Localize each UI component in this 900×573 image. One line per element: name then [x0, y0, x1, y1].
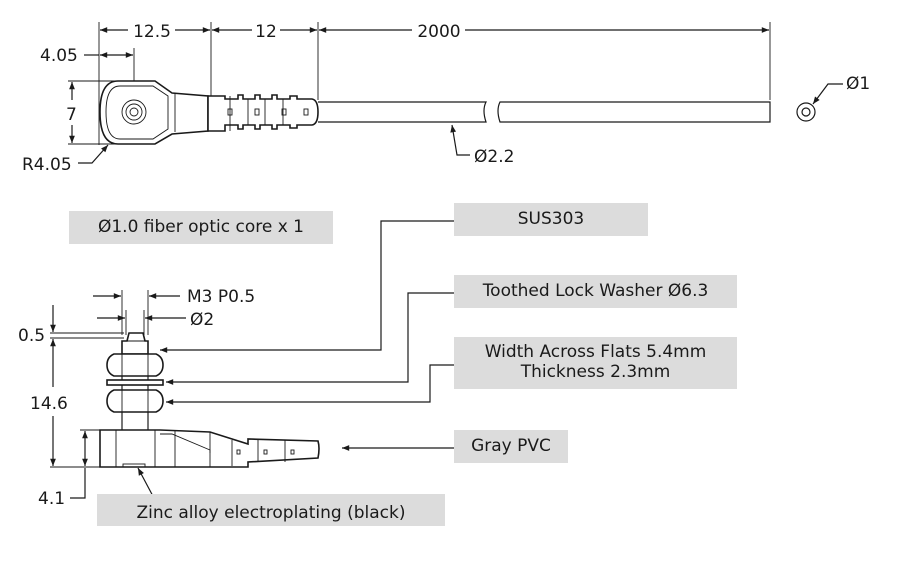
- sleeve-slot: [303, 108, 309, 116]
- leader-line: [812, 83, 843, 105]
- lock-washer: [106, 379, 164, 386]
- label-hex-nut-line1: Width Across Flats 5.4mm: [484, 342, 707, 362]
- label-hex-nut-line2: Thickness 2.3mm: [520, 362, 671, 382]
- hole-mid: [125, 103, 143, 121]
- body-bevel: [160, 433, 211, 453]
- leader-line: [70, 468, 86, 499]
- sleeve-slot: [227, 108, 233, 116]
- cable-segment-right: [497, 101, 771, 123]
- sleeve-slot: [236, 449, 241, 455]
- hex-nut-top: [106, 353, 164, 377]
- side-view: M3 P0.5 Ø2 0.5 14.6 4.1: [18, 220, 455, 509]
- callout-line-nut: [166, 364, 455, 405]
- label-gray-pvc: Gray PVC: [454, 430, 568, 463]
- top-view: 12.5 12 2000 4.05 7 R4.05: [22, 22, 870, 175]
- dim-head-radius: R4.05: [22, 155, 72, 175]
- dim-base-height: 4.1: [38, 489, 65, 509]
- dim-cable-diameter: Ø2.2: [474, 147, 514, 167]
- hex-nut-bottom: [106, 389, 164, 413]
- strain-relief-sleeve: [207, 94, 319, 132]
- callout-line-sus303: [160, 220, 455, 353]
- sleeve-slot: [281, 108, 287, 116]
- sleeve-slot: [290, 449, 295, 455]
- connector-body: [99, 429, 320, 468]
- hole-outer: [121, 99, 147, 125]
- dim-tip-step: 0.5: [18, 326, 45, 346]
- dim-head-height: 7: [66, 105, 77, 125]
- cable-end-core: [801, 107, 811, 117]
- label-fiber-core: Ø1.0 fiber optic core x 1: [69, 211, 333, 244]
- dim-total-height: 14.6: [30, 394, 68, 414]
- leader-line: [450, 124, 470, 156]
- leader-line: [78, 144, 109, 164]
- dim-head-length: 12.5: [133, 22, 171, 42]
- dim-sleeve-length: 12: [255, 22, 277, 42]
- threaded-tip: [121, 332, 149, 355]
- sleeve-slot: [263, 449, 268, 455]
- dim-cable-length: 2000: [417, 22, 460, 42]
- sleeve-slot: [254, 108, 260, 116]
- label-zinc-alloy: Zinc alloy electroplating (black): [97, 494, 445, 526]
- connector-head-inner: [105, 85, 169, 140]
- hole-inner: [129, 107, 139, 117]
- dim-thread: M3 P0.5: [187, 287, 255, 307]
- connector-head: [99, 80, 209, 145]
- label-sus303: SUS303: [454, 203, 648, 236]
- dim-hole-offset: 4.05: [40, 46, 78, 66]
- dim-core-diameter: Ø1: [846, 74, 870, 94]
- cable-end-outer: [796, 102, 816, 122]
- dim-tip-diameter: Ø2: [190, 310, 214, 330]
- label-hex-nut: Width Across Flats 5.4mm Thickness 2.3mm: [454, 337, 737, 389]
- cable-segment-left: [318, 101, 487, 123]
- callout-line-washer: [166, 292, 455, 385]
- body-recess: [122, 463, 146, 468]
- label-lock-washer: Toothed Lock Washer Ø6.3: [454, 275, 737, 308]
